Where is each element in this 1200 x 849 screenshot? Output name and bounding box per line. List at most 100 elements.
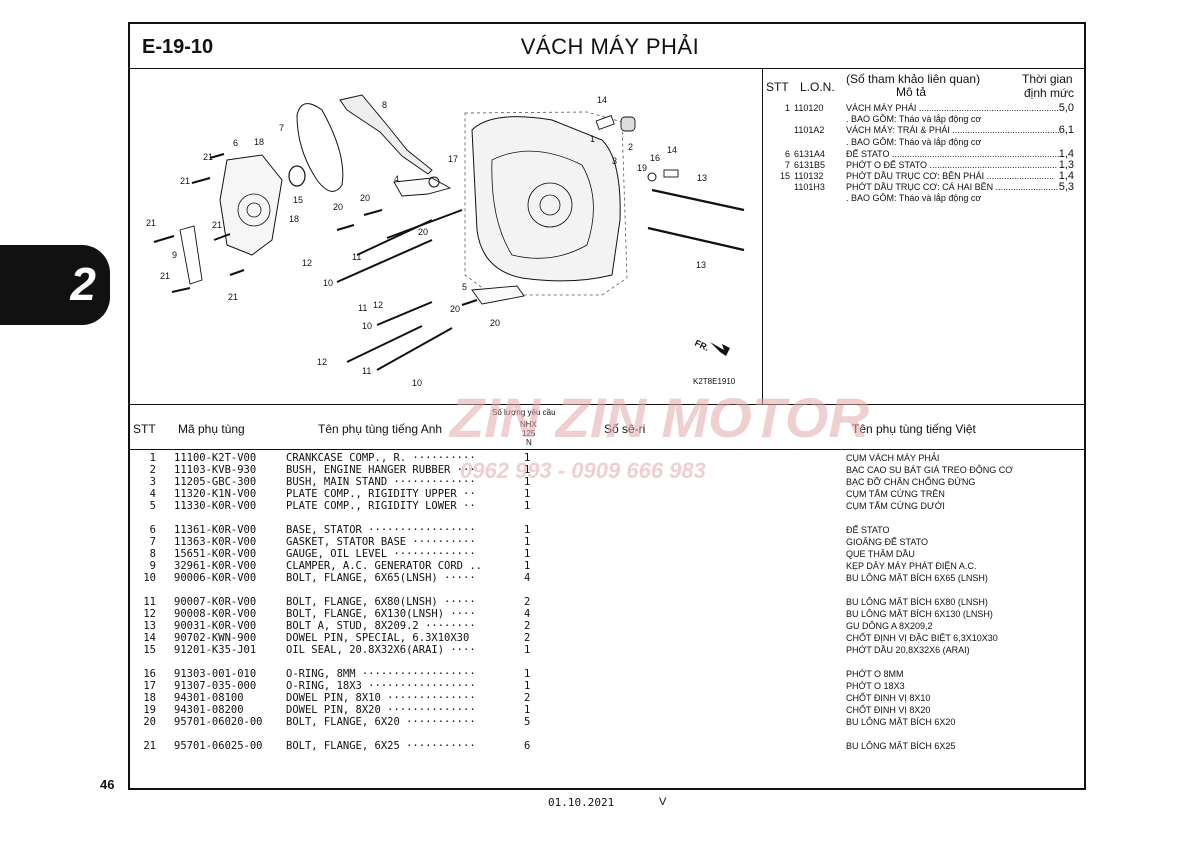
col-stt: STT [133,422,156,436]
callout-21: 21 [203,152,213,162]
callout-10: 10 [323,278,333,288]
ref-row: . BAO GỒM: Tháo và lắp động cơ [846,137,982,147]
footer-date: 01.10.2021 [548,796,615,809]
callout-2: 2 [628,142,633,152]
callout-4: 4 [394,174,399,184]
callout-15: 15 [293,195,303,205]
callout-21d: 21 [212,220,222,230]
exploded-diagram: FR. 1 2 3 4 5 6 7 8 10 10 10 11 11 11 12… [146,94,745,388]
watermark-phone: 0962 993 - 0909 666 983 [460,458,706,483]
callout-12: 12 [302,258,312,268]
page-title: VÁCH MÁY PHẢI [520,34,700,59]
callout-21f: 21 [228,292,238,302]
callout-7: 7 [279,123,284,133]
section-tab-number: 2 [70,258,96,310]
header-divider [129,68,1085,69]
callout-21b: 21 [180,176,190,186]
col-qty-model-1: NHX [520,420,537,429]
ref-col-time-1: Thời gian [1022,72,1073,86]
col-qty-model-3: N [526,438,532,447]
col-serial: Số sê-ri [604,422,646,436]
callout-17: 17 [448,154,458,164]
callout-14b: 14 [667,145,677,155]
callout-12b: 12 [373,300,383,310]
ref-col-stt: STT [766,80,789,94]
col-qty-title: Số lượng yêu cầu [492,408,556,417]
callout-21c: 21 [146,218,156,228]
diagram-image-code: K2T8E1910 [693,377,736,386]
callout-21e: 21 [160,271,170,281]
callout-19: 19 [637,163,647,173]
callout-8: 8 [382,100,387,110]
callout-11c: 11 [362,366,371,376]
diagram-ref-divider [762,69,763,404]
col-name-en: Tên phụ tùng tiếng Anh [318,422,443,436]
page-number: 46 [100,777,115,792]
diagram-code: E-19-10 [142,36,214,58]
callout-1: 1 [590,134,595,144]
col-name-vi: Tên phụ tùng tiếng Việt [852,422,976,436]
callout-5: 5 [462,282,467,292]
callout-20b: 20 [360,193,370,203]
callout-14: 14 [597,95,607,105]
ref-col-lon: L.O.N. [800,80,835,94]
ref-col-desc-1: (Số tham khảo liên quan) [846,72,981,86]
callout-3: 3 [612,156,617,166]
ref-row: . BAO GỒM: Tháo và lắp động cơ [846,114,982,124]
ref-col-desc-2: Mô tả [896,85,927,99]
callout-6: 6 [233,138,238,148]
table-top-divider [129,404,1085,405]
footer-mark: V [659,796,667,808]
callout-13b: 13 [696,260,706,270]
callout-20e: 20 [490,318,500,328]
section-tab: 2 [0,245,110,325]
ref-col-time-2: định mức [1024,86,1075,100]
callout-16: 16 [650,153,660,163]
callout-10b: 10 [362,321,372,331]
callout-18b: 18 [289,214,299,224]
callout-20c: 20 [418,227,428,237]
callout-12c: 12 [317,357,327,367]
callout-20: 20 [333,202,343,212]
ref-row: . BAO GỒM: Tháo và lắp động cơ [846,193,982,203]
callout-20d: 20 [450,304,460,314]
callout-18: 18 [254,137,264,147]
direction-label: FR. [693,338,710,353]
callout-11b: 11 [358,303,367,313]
callout-13: 13 [697,173,707,183]
page-frame [128,22,1086,790]
col-part-no: Mã phụ tùng [178,422,245,436]
table-header-divider [129,449,1085,450]
callout-11: 11 [352,252,361,262]
svg-text:9: 9 [172,250,177,260]
watermark-brand: ZIN ZIN MOTOR [450,386,869,449]
col-qty-model-2: 125 [522,429,536,438]
